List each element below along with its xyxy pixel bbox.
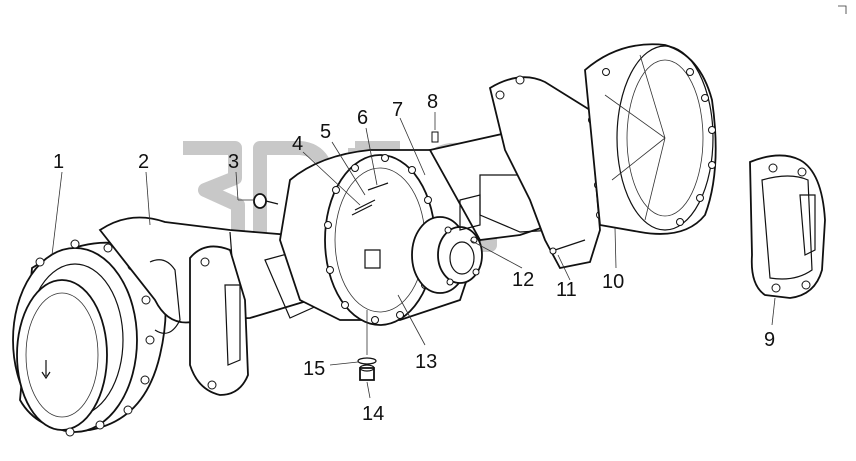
callout-8: 8 <box>427 91 438 113</box>
callout-5: 5 <box>320 121 331 143</box>
pinion-flange <box>411 216 483 294</box>
callout-6: 6 <box>357 107 368 129</box>
left-hub-assembly <box>12 239 167 437</box>
callout-11: 11 <box>556 279 577 301</box>
left-hub-bolts <box>35 239 155 437</box>
callout-labels: 1 2 3 4 5 6 7 8 9 10 11 12 13 14 15 <box>53 91 775 425</box>
breather-fitting-item-3 <box>253 193 279 209</box>
drain-plug-item-14 <box>359 364 375 381</box>
callout-14: 14 <box>362 403 384 425</box>
right-hub-bolts <box>602 68 716 226</box>
callout-7: 7 <box>392 99 403 121</box>
washer-item-15 <box>357 357 377 365</box>
caliper-bolt-item-11 <box>554 239 586 251</box>
callout-2: 2 <box>138 151 149 173</box>
callout-15: 15 <box>303 358 325 380</box>
corner-mark <box>838 5 847 14</box>
callout-9: 9 <box>764 329 775 351</box>
callout-13: 13 <box>415 351 437 373</box>
leader-lines <box>51 112 776 399</box>
left-brake-caliper <box>189 245 249 396</box>
left-hub-cap <box>16 279 108 431</box>
right-brake-caliper <box>488 75 604 270</box>
right-hub-assembly <box>584 43 717 235</box>
callout-4: 4 <box>292 133 303 155</box>
callout-10: 10 <box>602 271 624 293</box>
breather-plug-item-8 <box>431 131 439 143</box>
callout-12: 12 <box>512 269 534 291</box>
loose-brake-caliper <box>749 154 826 299</box>
callout-1: 1 <box>53 151 64 173</box>
callout-3: 3 <box>228 151 239 173</box>
